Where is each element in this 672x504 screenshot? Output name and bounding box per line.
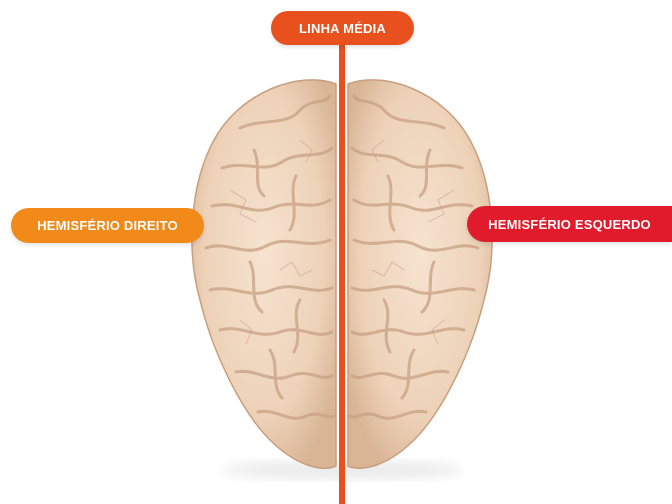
left-hemisphere-label: HEMISFÉRIO ESQUERDO [467, 206, 672, 242]
midline-label: LINHA MÉDIA [271, 11, 414, 45]
midline-line [339, 30, 345, 504]
right-hemisphere-label: HEMISFÉRIO DIREITO [11, 208, 204, 243]
